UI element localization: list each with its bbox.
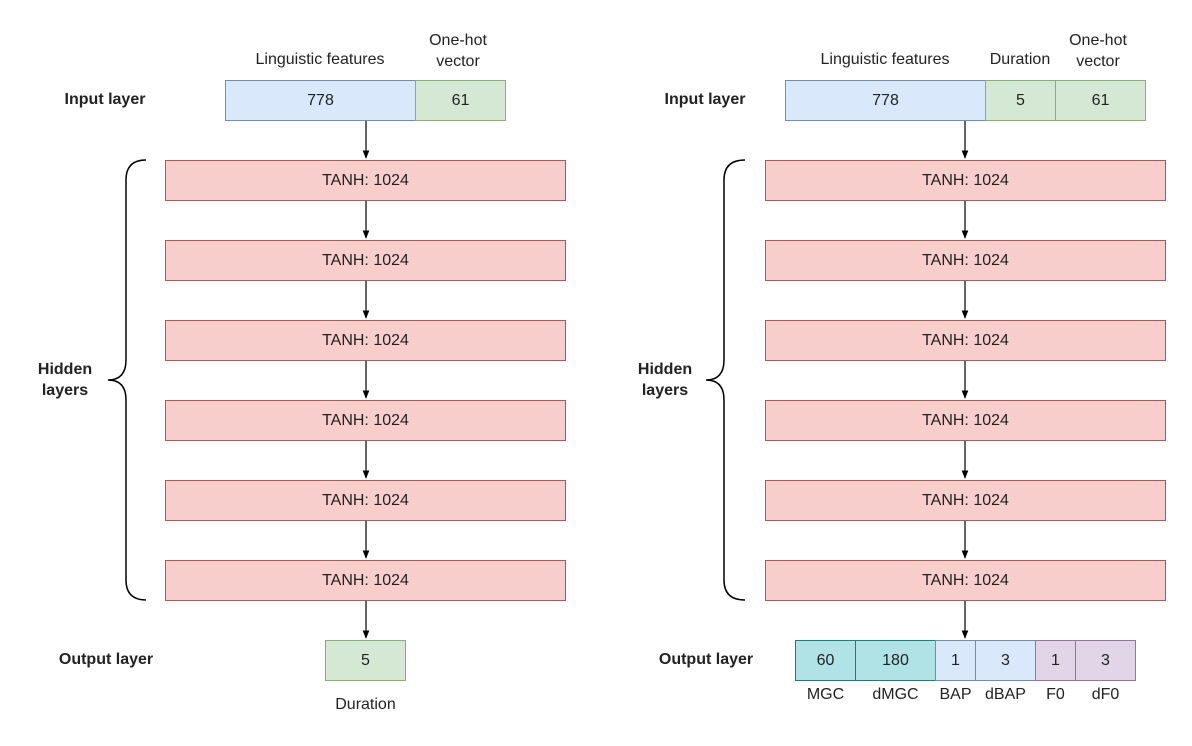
right-output-layer-label: Output layer — [658, 651, 754, 668]
left-col-header-onehot-line2: vector — [436, 53, 480, 70]
left-hidden-layer-3: TANH: 1024 — [165, 320, 566, 361]
left-hidden-layer-1: TANH: 1024 — [165, 160, 566, 201]
left-col-header-onehot-line1: One-hot — [429, 32, 487, 49]
right-output-caption-bap: BAP — [939, 686, 972, 703]
right-output-mgc-box: 60 — [795, 640, 856, 681]
left-col-header-linguistic: Linguistic features — [255, 51, 385, 68]
right-hidden-layer-4: TANH: 1024 — [765, 400, 1166, 441]
right-output-caption-dmgc: dMGC — [872, 686, 919, 703]
left-hidden-layer-5: TANH: 1024 — [165, 480, 566, 521]
right-hidden-brace — [705, 159, 746, 601]
right-output-bap-box: 1 — [935, 640, 976, 681]
right-hidden-label-line1: Hidden — [637, 361, 693, 378]
left-input-linguistic-box: 778 — [225, 80, 416, 121]
right-hidden-layer-5: TANH: 1024 — [765, 480, 1166, 521]
left-output-duration-box: 5 — [325, 640, 406, 681]
right-hidden-layer-3: TANH: 1024 — [765, 320, 1166, 361]
right-col-header-duration: Duration — [989, 51, 1051, 68]
left-output-layer-label: Output layer — [58, 651, 154, 668]
left-input-layer-label: Input layer — [64, 91, 146, 108]
right-input-linguistic-box: 778 — [785, 80, 986, 121]
right-hidden-layer-2: TANH: 1024 — [765, 240, 1166, 281]
right-output-f0-box: 1 — [1035, 640, 1076, 681]
right-output-dmgc-box: 180 — [855, 640, 936, 681]
left-hidden-layer-4: TANH: 1024 — [165, 400, 566, 441]
right-hidden-label-line2: layers — [641, 382, 689, 399]
right-col-header-linguistic: Linguistic features — [820, 51, 950, 68]
left-hidden-label-line1: Hidden — [37, 361, 93, 378]
right-hidden-layer-1: TANH: 1024 — [765, 160, 1166, 201]
left-hidden-label-line2: layers — [41, 382, 89, 399]
right-col-header-onehot-line2: vector — [1076, 53, 1120, 70]
left-hidden-brace — [107, 159, 147, 601]
right-input-onehot-box: 61 — [1055, 80, 1146, 121]
right-col-header-onehot-line1: One-hot — [1069, 32, 1127, 49]
left-hidden-layer-2: TANH: 1024 — [165, 240, 566, 281]
right-output-df0-box: 3 — [1075, 640, 1136, 681]
left-output-caption: Duration — [335, 696, 396, 713]
right-output-caption-mgc: MGC — [806, 686, 845, 703]
right-input-duration-box: 5 — [985, 80, 1056, 121]
right-hidden-layer-6: TANH: 1024 — [765, 560, 1166, 601]
right-input-layer-label: Input layer — [664, 91, 746, 108]
right-output-caption-dbap: dBAP — [985, 686, 1026, 703]
left-hidden-layer-6: TANH: 1024 — [165, 560, 566, 601]
left-input-onehot-box: 61 — [415, 80, 506, 121]
right-output-caption-f0: F0 — [1046, 686, 1065, 703]
right-output-dbap-box: 3 — [975, 640, 1036, 681]
right-output-caption-df0: dF0 — [1091, 686, 1120, 703]
